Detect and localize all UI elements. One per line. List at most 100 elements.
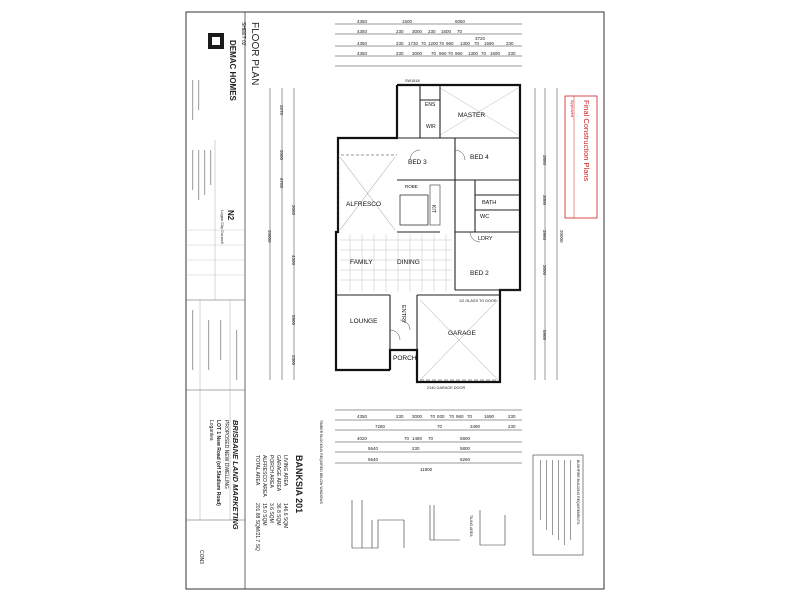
area-label-1: GARAGE AREA — [275, 455, 281, 492]
drawing-title: FLOOR PLAN — [249, 22, 260, 85]
top-dim-3-4: 1200 — [428, 41, 439, 46]
bot-dim-4-0: 5640 — [368, 446, 379, 451]
left-dim-1: 2000 — [279, 150, 284, 161]
bot-dim-1-6: 960 — [456, 414, 464, 419]
top-dim-4-9: 1690 — [490, 51, 501, 56]
top-dim-3-0: 4350 — [357, 41, 368, 46]
termite-note: TIMBER BLOCKING REQUIRED BELOW WINDOWS — [319, 420, 323, 505]
top-dim-3-7: 1300 — [460, 41, 471, 46]
top-dim-3-3: 70 — [421, 41, 427, 46]
sheet-number: SHEET 02 — [240, 22, 246, 46]
top-dim-1-0: 4350 — [357, 19, 368, 24]
top-dim-4-5: 70 — [448, 51, 454, 56]
bot-dim-2-1: 70 — [437, 424, 443, 429]
bot-dim-1-7: 70 — [467, 414, 473, 419]
bot-dim-3-2: 1480 — [412, 436, 423, 441]
room-bed3: BED 3 — [408, 159, 427, 166]
top-dim-2-4: 1600 — [441, 29, 452, 34]
top-dim-4-2: 3000 — [412, 51, 423, 56]
right-dim-0: 3880 — [542, 155, 547, 166]
stamp-approved: Approved — [570, 100, 575, 117]
top-dim-3-1: 230 — [396, 41, 404, 46]
room-garage: GARAGE — [448, 330, 476, 337]
room-kit: KIT — [430, 205, 436, 213]
top-dim-2-5: 70 — [457, 29, 463, 34]
bot-dim-1-0: 4350 — [357, 414, 368, 419]
logo-text: DEMAC HOMES — [228, 40, 237, 102]
top-dim-3-6: 960 — [446, 41, 454, 46]
top-dim-3-9: 1690 — [484, 41, 495, 46]
area-label-0: LIVING AREA — [282, 455, 288, 487]
room-ens: ENS — [425, 102, 436, 108]
side-dimension-labels: 20000 20000 3270 2000 6700 3060 4300 590… — [267, 105, 564, 366]
bot-dim-4-1: 230 — [412, 446, 420, 451]
top-dim-4-0: 4350 — [357, 51, 368, 56]
client-name: BRISBANE LAND MARKETING — [231, 420, 240, 530]
bot-dim-1-4: 930 — [437, 414, 445, 419]
area-label-2: PORCH AREA — [268, 455, 274, 488]
right-dim-3: 3000 — [542, 265, 547, 276]
drawing-code: CON3 — [198, 550, 204, 564]
left-dim-2: 6700 — [279, 178, 284, 189]
window-tag: SW1818 — [405, 79, 420, 83]
area-label-4: TOTAL AREA — [254, 455, 260, 486]
top-dim-4-3: 70 — [431, 51, 437, 56]
top-dim-3-10: 230 — [506, 41, 514, 46]
garage-door-note: 2140 GARAGE DOOR — [427, 386, 465, 390]
room-master: MASTER — [458, 112, 485, 119]
top-dim-2-6: 3720 — [475, 36, 486, 41]
bottom-dimension-labels: 4350 230 3000 70 930 70 960 70 1690 230 … — [357, 414, 516, 472]
top-dim-4-10: 230 — [508, 51, 516, 56]
left-dim-4: 4300 — [291, 255, 296, 266]
top-dim-2-2: 3000 — [412, 29, 423, 34]
area-schedule: BANKSIA 201 LIVING AREA 146.6 SQM GARAGE… — [254, 420, 323, 551]
top-dim-3-8: 70 — [474, 41, 480, 46]
dimension-lines — [269, 23, 558, 464]
room-dining: DINING — [397, 259, 420, 266]
room-wc: WC — [480, 214, 489, 220]
bot-dim-1-9: 230 — [508, 414, 516, 419]
top-dim-3-5: 70 — [439, 41, 445, 46]
locality: Loganlea — [208, 420, 214, 441]
council-name: Logan City Council — [220, 210, 225, 244]
bot-dim-1-2: 3000 — [412, 414, 423, 419]
right-dim-2: 3960 — [542, 230, 547, 241]
bot-dim-5-1: 6260 — [460, 457, 471, 462]
tile-grid — [340, 234, 452, 292]
sheet-border — [185, 11, 605, 590]
top-dim-4-7: 1300 — [468, 51, 479, 56]
top-dim-4-6: 960 — [455, 51, 463, 56]
area-value-2: 3.6 SQM — [268, 503, 274, 523]
bot-dim-1-1: 230 — [396, 414, 404, 419]
bot-dim-3-0: 4020 — [357, 436, 368, 441]
title-block: DEMAC HOMES FLOOR PLAN SHEET 02 N2 Logan… — [186, 12, 260, 589]
bot-dim-overall: 11900 — [420, 467, 433, 472]
kitchen-bench — [399, 194, 429, 226]
left-dim-3: 3060 — [291, 205, 296, 216]
left-dim-0: 3270 — [279, 105, 284, 116]
floor-plan: MASTER BED 4 BED 3 ALFRESCO FAMILY DININ… — [334, 79, 522, 390]
bot-dim-3-1: 70 — [404, 436, 410, 441]
wind-class: N2 — [226, 210, 235, 221]
room-alfresco: ALFRESCO — [346, 201, 381, 208]
approval-stamp: Final Construction Plans Approved — [564, 95, 598, 219]
room-entry: ENTRY — [400, 305, 406, 324]
bot-dim-1-8: 1690 — [484, 414, 495, 419]
top-dim-4-8: 70 — [481, 51, 487, 56]
bot-dim-2-2: 3490 — [470, 424, 481, 429]
top-dim-2-1: 230 — [396, 29, 404, 34]
room-bed2: BED 2 — [470, 270, 489, 277]
bot-dim-2-3: 230 — [508, 424, 516, 429]
top-dim-4-4: 960 — [439, 51, 447, 56]
room-lounge: LOUNGE — [350, 318, 378, 325]
area-label-3: ALFRESCO AREA — [261, 455, 267, 497]
room-bath: BATH — [482, 200, 496, 206]
stamp-text: Final Construction Plans — [582, 100, 591, 182]
left-dim-overall: 20000 — [267, 230, 272, 243]
top-dimension-labels: 4350 1500 6050 4350 230 3000 230 1600 70… — [357, 19, 516, 56]
bot-dim-3-3: 70 — [428, 436, 434, 441]
bot-dim-5-0: 5640 — [368, 457, 379, 462]
top-dim-4-1: 230 — [396, 51, 404, 56]
top-dim-2-3: 230 — [428, 29, 436, 34]
room-porch: PORCH — [393, 355, 417, 362]
